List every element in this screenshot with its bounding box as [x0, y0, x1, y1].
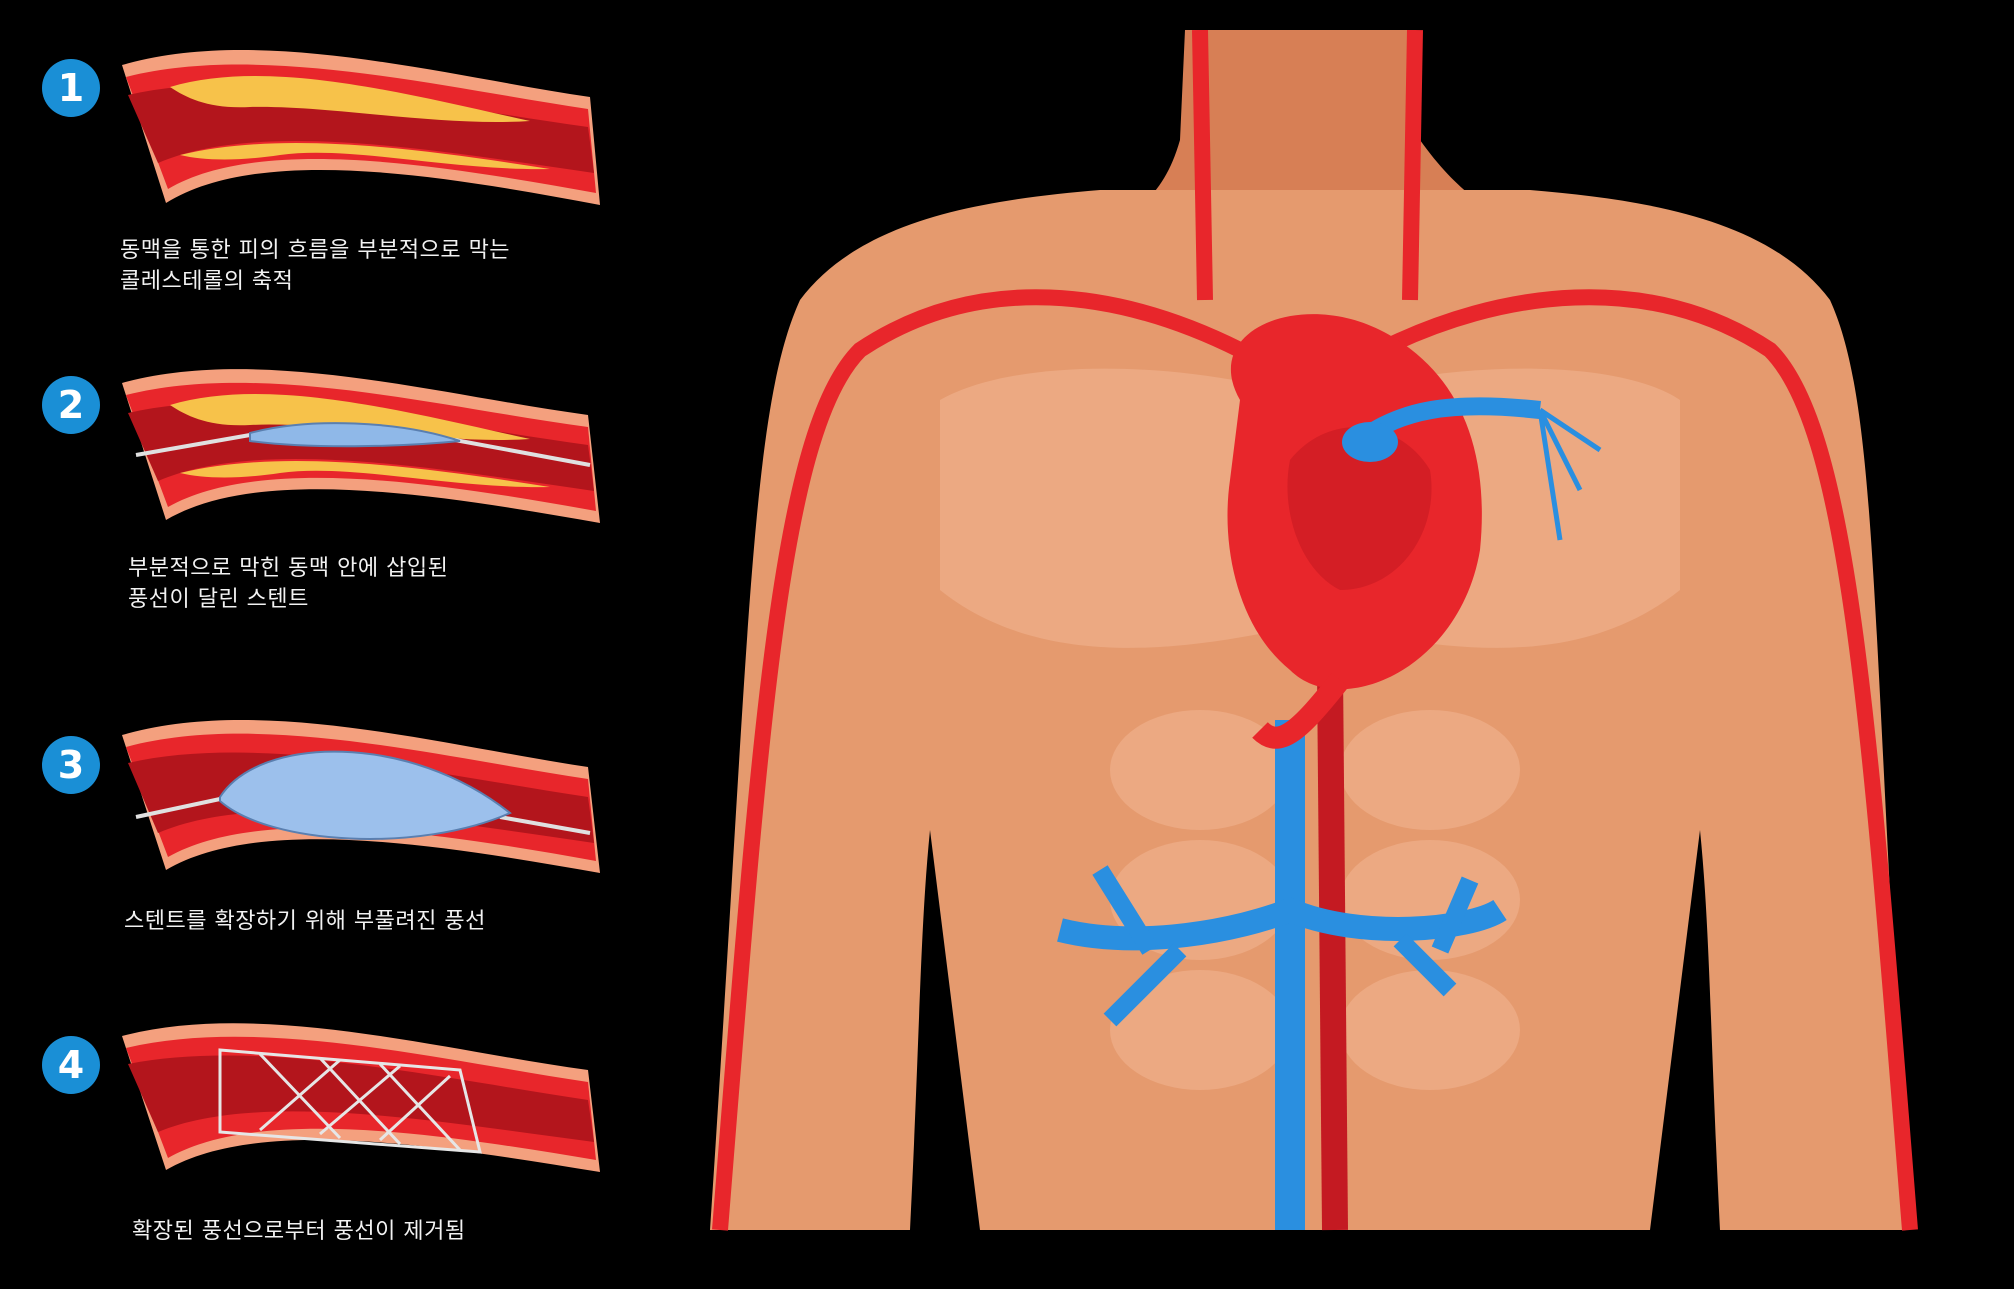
artery-stent-expanded-illustration: [122, 1023, 600, 1172]
artery-plaque-illustration: [122, 49, 600, 205]
step-1-caption: 동맥을 통한 피의 흐름을 부분적으로 막는 콜레스테롤의 축적: [120, 235, 510, 297]
step-3-caption: 스텐트를 확장하기 위해 부풀려진 풍선: [124, 906, 486, 937]
step-3-caption-line-1: 스텐트를 확장하기 위해 부풀려진 풍선: [124, 909, 486, 934]
step-4-caption-line-1: 확장된 풍선으로부터 풍선이 제거됨: [132, 1219, 466, 1244]
torso-circulatory-illustration: [710, 30, 1918, 1231]
step-3-badge: 3: [42, 736, 100, 794]
step-2-badge: 2: [42, 376, 100, 434]
step-4-caption: 확장된 풍선으로부터 풍선이 제거됨: [132, 1216, 466, 1247]
artery-stent-inserted-illustration: [122, 369, 600, 523]
step-2-caption-line-2: 풍선이 달린 스텐트: [128, 587, 309, 612]
step-1-caption-line-1: 동맥을 통한 피의 흐름을 부분적으로 막는: [120, 238, 511, 263]
step-2-caption-line-1: 부분적으로 막힌 동맥 안에 삽입된: [128, 556, 449, 581]
step-1-caption-line-2: 콜레스테롤의 축적: [120, 269, 294, 294]
step-2-caption: 부분적으로 막힌 동맥 안에 삽입된 풍선이 달린 스텐트: [128, 553, 448, 615]
step-4-badge: 4: [42, 1036, 100, 1094]
step-1-badge: 1: [42, 59, 100, 117]
artery-balloon-inflated-illustration: [122, 719, 600, 873]
